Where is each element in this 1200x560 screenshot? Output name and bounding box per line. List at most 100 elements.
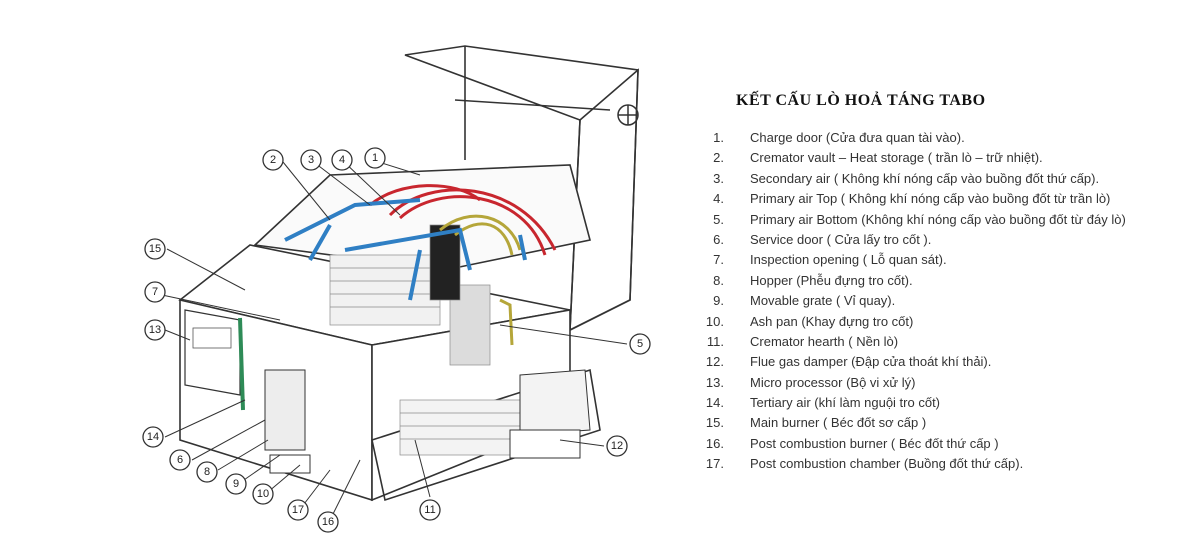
callout-label: 5: [637, 338, 643, 350]
legend-item: 11. Cremator hearth ( Nền lò): [686, 334, 1191, 354]
callout-12: 12: [606, 435, 628, 457]
callout-circle: [144, 238, 166, 260]
callout-circle: [169, 449, 191, 471]
callout-14: 14: [142, 426, 164, 448]
legend-item-text: Secondary air ( Không khí nóng cấp vào b…: [750, 170, 1100, 186]
legend-item-number: 6.: [713, 231, 724, 247]
callout-circle: [225, 473, 247, 495]
legend-item-number: 9.: [713, 293, 724, 309]
legend-item-text: Movable grate ( Vỉ quay).: [750, 293, 896, 309]
callout-3: 3: [300, 149, 322, 171]
legend-item-number: 2.: [713, 150, 724, 166]
legend-item: 3. Secondary air ( Không khí nóng cấp vào…: [686, 171, 1191, 191]
legend-item-text: Ash pan (Khay đựng tro cốt): [750, 313, 914, 329]
callout-label: 14: [147, 431, 159, 443]
legend-item-text: Post combustion burner ( Béc đốt thứ cấp…: [750, 435, 999, 451]
callout-7: 7: [144, 281, 166, 303]
legend-item-text: Hopper (Phễu đựng tro cốt).: [750, 272, 913, 288]
legend-item: 6.Service door ( Cửa lấy tro cốt ).: [686, 232, 1191, 252]
callout-circle: [144, 319, 166, 341]
legend-item-number: 16.: [705, 435, 724, 451]
legend-item-number: 4.: [713, 191, 724, 207]
callout-1: 1: [364, 147, 386, 169]
legend-item-number: 8.: [713, 272, 724, 288]
legend-item: 2. Cremator vault – Heat storage ( trần l…: [686, 150, 1191, 170]
callout-label: 16: [322, 516, 334, 528]
callout-circle: [364, 147, 386, 169]
legend-list: 1. Charge door (Cửa đưa quan tài vào). 2. C…: [686, 130, 1191, 477]
legend-item: 10. Ash pan (Khay đựng tro cốt): [686, 314, 1191, 334]
legend-item: 15. Main burner ( Béc đốt sơ cấp ): [686, 415, 1191, 435]
callout-label: 7: [152, 286, 158, 298]
callout-8: 8: [196, 461, 218, 483]
callout-circle: [252, 483, 274, 505]
legend-item-text: Inspection opening ( Lỗ quan sát).: [750, 252, 947, 268]
callout-circle: [300, 149, 322, 171]
legend-item-text: Primary air Top ( Không khí nóng cấp vào…: [750, 191, 1111, 207]
callout-circle: [287, 499, 309, 521]
callout-circle: [331, 149, 353, 171]
callout-15: 15: [144, 238, 166, 260]
callout-label: 15: [149, 243, 161, 255]
callout-10: 10: [252, 483, 274, 505]
legend-item-text: Flue gas damper (Đập cửa thoát khí thải)…: [750, 354, 992, 370]
callout-label: 13: [149, 324, 161, 336]
secondary-air-pipes: [284, 198, 527, 301]
legend-item-number: 17.: [705, 456, 724, 472]
callout-circle: [317, 511, 339, 533]
callout-label: 2: [270, 154, 276, 166]
legend-item-number: 10.: [705, 313, 724, 329]
legend-item: 17. Post combustion chamber (Buồng đốt th…: [686, 456, 1191, 476]
callout-label: 4: [339, 154, 345, 166]
legend-item-text: Micro processor (Bộ vi xử lý): [750, 374, 916, 390]
callout-6: 6: [169, 449, 191, 471]
legend-item-text: Main burner ( Béc đốt sơ cấp ): [750, 415, 927, 431]
callout-label: 9: [233, 478, 239, 490]
legend-item-number: 15.: [705, 415, 724, 431]
callout-label: 11: [424, 504, 435, 516]
callout-label: 12: [611, 440, 623, 452]
callout-label: 8: [204, 466, 210, 478]
legend-item: 5. Primary air Bottom (Không khí nóng cấp…: [686, 212, 1191, 232]
legend-item-text: Cremator vault – Heat storage ( trần lò …: [750, 150, 1043, 166]
legend-item-number: 5.: [713, 211, 724, 227]
legend-item-text: Primary air Bottom (Không khí nóng cấp v…: [750, 211, 1126, 227]
legend-item-number: 3.: [713, 170, 724, 186]
legend-item: 13. Micro processor (Bộ vi xử lý): [686, 375, 1191, 395]
legend-item-text: Charge door (Cửa đưa quan tài vào).: [750, 130, 965, 145]
callout-2: 2: [262, 149, 284, 171]
legend-item-text: Post combustion chamber (Buồng đốt thứ c…: [750, 456, 1024, 472]
callout-label: 1: [372, 152, 378, 164]
control-panel: [184, 309, 245, 411]
legend-item-number: 1.: [713, 130, 724, 145]
legend-item-text: Cremator hearth ( Nền lò): [750, 333, 899, 349]
callout-11: 11: [419, 499, 441, 521]
callout-16: 16: [317, 511, 339, 533]
legend-item: 9. Movable grate ( Vỉ quay).: [686, 293, 1191, 313]
legend-item-number: 7.: [713, 252, 724, 268]
callout-label: 3: [308, 154, 314, 166]
legend-item-number: 11.: [706, 333, 724, 349]
legend-item: 12. Flue gas damper (Đập cửa thoát khí th…: [686, 354, 1191, 374]
callout-circle: [606, 435, 628, 457]
callout-circle: [419, 499, 441, 521]
legend-item-number: 14.: [705, 395, 724, 411]
callout-label: 6: [177, 454, 183, 466]
callout-circle: [144, 281, 166, 303]
legend-item: 7. Inspection opening ( Lỗ quan sát).: [686, 252, 1191, 272]
legend-item-number: 13.: [705, 374, 724, 390]
legend-title: KẾT CẤU LÒ HOẢ TÁNG TABO: [736, 92, 986, 109]
callout-4: 4: [331, 149, 353, 171]
leader-lines: [161, 157, 628, 521]
legend-item: 4. Primary air Top ( Không khí nóng cấp v…: [686, 191, 1191, 211]
legend-item-number: 12.: [705, 354, 724, 370]
callout-label: 17: [292, 504, 304, 516]
legend-item: 1. Charge door (Cửa đưa quan tài vào).: [686, 130, 1191, 150]
callout-17: 17: [287, 499, 309, 521]
callout-circle: [142, 426, 164, 448]
door-mechanism: [454, 99, 639, 126]
callout-circle: [196, 461, 218, 483]
callout-5: 5: [629, 333, 651, 355]
primary-air-pipes: [439, 214, 522, 346]
